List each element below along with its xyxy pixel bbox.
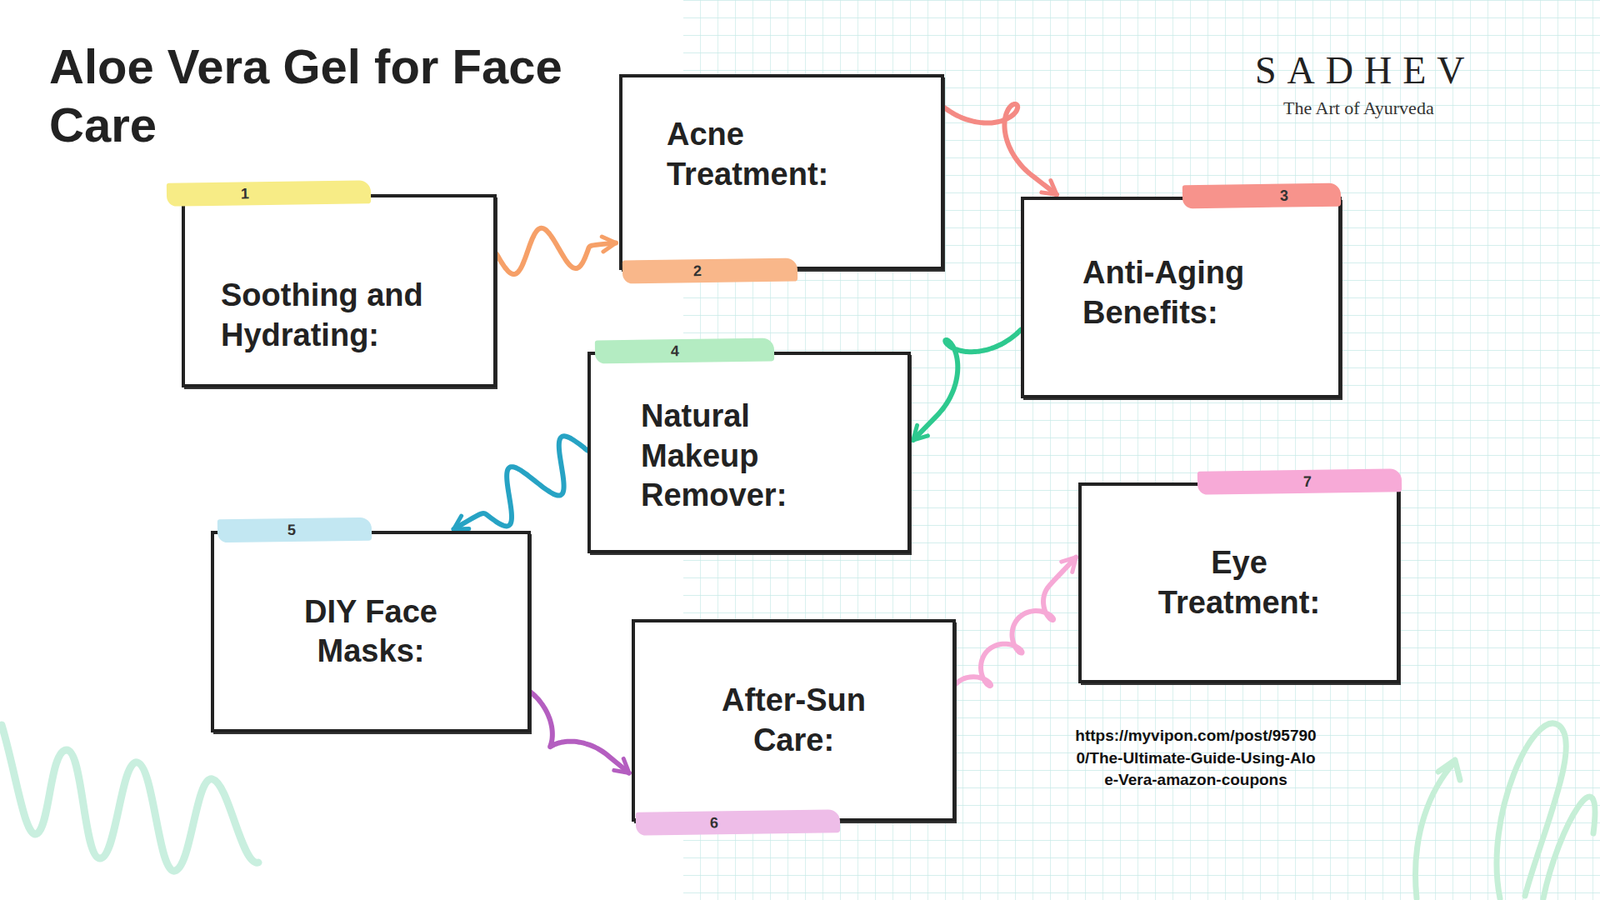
box-text: DIY Face Masks:: [270, 592, 471, 672]
box-text: Natural Makeup Remover:: [640, 396, 841, 516]
squiggle-arrow: [530, 692, 630, 774]
squiggle-arrow: [944, 104, 1057, 195]
box-text: Eye Treatment:: [1130, 543, 1348, 623]
squiggle-arrow: [496, 228, 616, 275]
highlight-strip: 6: [635, 809, 840, 835]
callout-number: 7: [1303, 470, 1312, 494]
brand-name: SADHEV: [1255, 50, 1476, 93]
decor-squiggle: [1415, 723, 1595, 899]
highlight-strip: 5: [217, 517, 372, 544]
highlight-strip: 4: [595, 338, 775, 365]
box-text: Acne Treatment:: [666, 115, 875, 195]
callout-number: 3: [1280, 184, 1289, 208]
callout-number: 1: [240, 181, 250, 205]
highlight-strip: 2: [622, 258, 798, 285]
callout-number: 2: [693, 259, 702, 283]
highlight-strip: 7: [1197, 468, 1402, 495]
process-box: Natural Makeup Remover:4: [587, 351, 911, 554]
process-box: DIY Face Masks:5: [210, 530, 531, 733]
highlight-strip: 1: [166, 180, 371, 206]
decor-squiggle: [1, 725, 259, 871]
highlight-strip: 3: [1182, 183, 1341, 210]
box-text: Anti-Aging Benefits:: [1082, 253, 1300, 333]
squiggle-arrow: [453, 435, 588, 530]
callout-number: 5: [287, 518, 296, 542]
process-box: Soothing and Hydrating:1: [181, 194, 497, 388]
callout-number: 4: [670, 339, 680, 363]
box-text: After-Sun Care:: [685, 680, 903, 760]
squiggle-arrow: [955, 557, 1076, 686]
process-box: Eye Treatment:7: [1078, 482, 1400, 684]
squiggle-arrow: [913, 330, 1021, 440]
box-text: Soothing and Hydrating:: [220, 275, 471, 355]
brand-tagline: The Art of Ayurveda: [1283, 98, 1435, 119]
title: Aloe Vera Gel for Face Care: [49, 37, 583, 154]
process-box: Acne Treatment:2: [619, 74, 945, 270]
process-box: After-Sun Care:6: [631, 619, 956, 822]
callout-number: 6: [710, 810, 719, 835]
source-url: https://myvipon.com/post/957900/The-Ulti…: [1075, 725, 1317, 792]
process-box: Anti-Aging Benefits:3: [1020, 196, 1342, 399]
